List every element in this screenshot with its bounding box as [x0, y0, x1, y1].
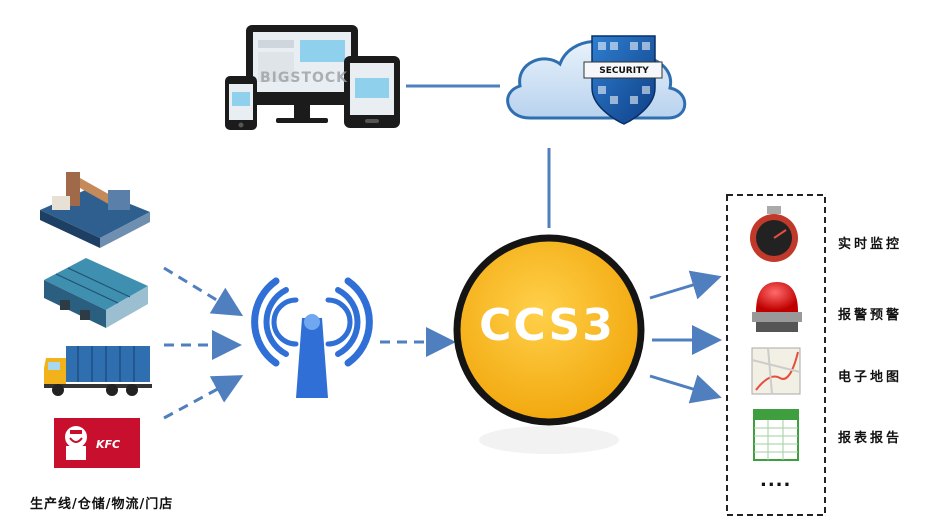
hub-reflection	[479, 426, 619, 454]
hub-label: CCS3	[479, 300, 615, 351]
output-label-alarm: 报警预警	[838, 308, 903, 323]
outputs-more: ....	[760, 470, 792, 491]
source-arrows	[163, 266, 244, 420]
output-label-monitoring: 实时监控	[838, 237, 903, 252]
kfc-logo-icon	[54, 418, 140, 468]
wireless-antenna-icon	[251, 277, 373, 398]
stopwatch-icon	[750, 206, 798, 262]
factory-icon	[40, 172, 150, 248]
kfc-logo-text: KFC	[96, 438, 121, 451]
truck-icon	[44, 346, 152, 396]
devices-icon	[225, 25, 400, 130]
security-badge: SECURITY	[599, 66, 649, 76]
outputs-panel	[726, 194, 826, 516]
cloud-security-icon	[506, 35, 687, 125]
warehouse-icon	[44, 258, 148, 328]
sources-caption: 生产线/仓储/物流/门店	[30, 497, 174, 512]
spreadsheet-icon	[753, 409, 799, 461]
output-arrows	[649, 270, 722, 404]
ccs3-hub	[453, 234, 645, 426]
alarm-light-icon	[752, 282, 802, 332]
devices-watermark: BIGSTOCK	[260, 70, 349, 86]
output-label-map: 电子地图	[838, 370, 903, 385]
map-icon	[751, 347, 801, 395]
output-label-report: 报表报告	[838, 431, 903, 446]
